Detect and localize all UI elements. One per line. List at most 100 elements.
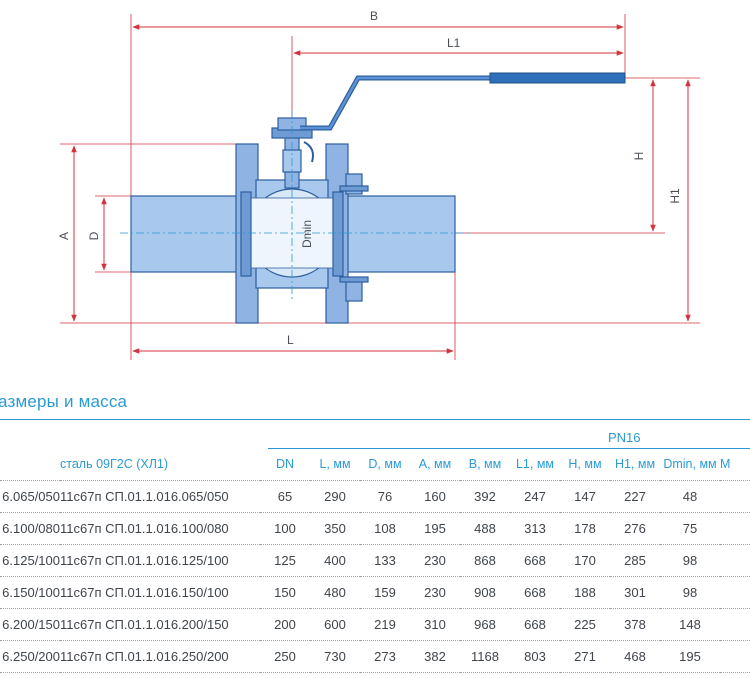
cell-b: 1168 (460, 640, 510, 673)
cell-code: 6.150/100 (0, 576, 60, 609)
cell-l: 400 (310, 544, 360, 577)
cell-dmin: 98 (660, 544, 720, 577)
col-l1: L1, мм (510, 448, 560, 481)
cell-dn: 250 (260, 640, 310, 673)
cell-b: 392 (460, 480, 510, 513)
col-dn: DN (260, 448, 310, 481)
cell-code: 6.200/150 (0, 608, 60, 641)
cell-h: 188 (560, 576, 610, 609)
cell-b: 908 (460, 576, 510, 609)
cell-code: 6.065/050 (0, 480, 60, 513)
label-d: D (87, 231, 101, 240)
cell-code: 6.100/080 (0, 512, 60, 545)
col-mass: М (720, 448, 750, 481)
cell-code: 6.250/200 (0, 640, 60, 673)
cell-l: 290 (310, 480, 360, 513)
cell-mass (720, 512, 750, 545)
cell-l1: 247 (510, 480, 560, 513)
col-d: D, мм (360, 448, 410, 481)
col-h: H, мм (560, 448, 610, 481)
cell-l1: 668 (510, 576, 560, 609)
label-l: L (287, 333, 294, 347)
cell-b: 868 (460, 544, 510, 577)
cell-dmin: 98 (660, 576, 720, 609)
cell-d: 219 (360, 608, 410, 641)
table-row: 6.125/100 11с67п СП.01.1.016.125/100 125… (0, 544, 750, 577)
cell-mass (720, 608, 750, 641)
cell-name: 11с67п СП.01.1.016.150/100 (60, 576, 260, 609)
valve-handle (300, 72, 626, 131)
cell-l: 350 (310, 512, 360, 545)
col-b: B, мм (460, 448, 510, 481)
cell-h: 271 (560, 640, 610, 673)
specs-table: сталь 09Г2С (ХЛ1) DN L, мм D, мм A, мм B… (0, 448, 750, 673)
cell-h1: 285 (610, 544, 660, 577)
valve-body (130, 117, 456, 324)
cell-h1: 468 (610, 640, 660, 673)
col-a: A, мм (410, 448, 460, 481)
cell-dn: 125 (260, 544, 310, 577)
label-a: A (57, 232, 71, 240)
left-pipe (130, 195, 242, 273)
cell-a: 195 (410, 512, 460, 545)
col-code (0, 448, 60, 481)
section-divider (0, 419, 750, 420)
cell-h: 225 (560, 608, 610, 641)
col-h1: H1, мм (610, 448, 660, 481)
cell-name: 11с67п СП.01.1.016.200/150 (60, 608, 260, 641)
cell-d: 273 (360, 640, 410, 673)
extension-lines (60, 14, 700, 360)
cell-mass (720, 480, 750, 513)
cell-h: 170 (560, 544, 610, 577)
cell-dn: 100 (260, 512, 310, 545)
table-row: 6.200/150 11с67п СП.01.1.016.200/150 200… (0, 608, 750, 641)
cell-h: 178 (560, 512, 610, 545)
cell-dn: 150 (260, 576, 310, 609)
cell-mass (720, 576, 750, 609)
cell-a: 230 (410, 576, 460, 609)
cell-a: 310 (410, 608, 460, 641)
cell-h1: 227 (610, 480, 660, 513)
right-pipe (344, 195, 456, 273)
cell-h1: 301 (610, 576, 660, 609)
cell-mass (720, 544, 750, 577)
handle-grip (489, 72, 626, 84)
cell-h1: 276 (610, 512, 660, 545)
cell-name: 11с67п СП.01.1.016.065/050 (60, 480, 260, 513)
cell-h1: 378 (610, 608, 660, 641)
cell-code: 6.125/100 (0, 544, 60, 577)
cell-name: 11с67п СП.01.1.016.125/100 (60, 544, 260, 577)
table-row: 6.150/100 11с67п СП.01.1.016.150/100 150… (0, 576, 750, 609)
col-l: L, мм (310, 448, 360, 481)
cell-name: 11с67п СП.01.1.016.250/200 (60, 640, 260, 673)
cell-dmin: 75 (660, 512, 720, 545)
cell-l1: 668 (510, 608, 560, 641)
label-b: B (370, 9, 378, 23)
cell-d: 76 (360, 480, 410, 513)
table-header-row: сталь 09Г2С (ХЛ1) DN L, мм D, мм A, мм B… (0, 448, 750, 481)
cell-b: 968 (460, 608, 510, 641)
cell-l1: 313 (510, 512, 560, 545)
cell-l1: 803 (510, 640, 560, 673)
cell-l1: 668 (510, 544, 560, 577)
cell-d: 159 (360, 576, 410, 609)
col-material: сталь 09Г2С (ХЛ1) (60, 448, 260, 481)
cell-d: 133 (360, 544, 410, 577)
ball-valve-drawing: B L1 H H1 A D Dmin L (57, 9, 700, 360)
cell-dn: 65 (260, 480, 310, 513)
section-title: азмеры и масса (0, 392, 128, 411)
table-row: 6.100/080 11с67п СП.01.1.016.100/080 100… (0, 512, 750, 545)
cell-a: 230 (410, 544, 460, 577)
label-l1: L1 (447, 36, 461, 50)
label-h1: H1 (668, 188, 682, 204)
label-h: H (632, 152, 646, 161)
bolt-bottom (345, 280, 363, 302)
cell-d: 108 (360, 512, 410, 545)
cell-l: 600 (310, 608, 360, 641)
cell-dn: 200 (260, 608, 310, 641)
dimension-lines (71, 24, 691, 354)
cell-mass (720, 640, 750, 673)
cell-dmin: 148 (660, 608, 720, 641)
cell-a: 382 (410, 640, 460, 673)
table-row: 6.065/050 11с67п СП.01.1.016.065/050 65 … (0, 480, 750, 513)
